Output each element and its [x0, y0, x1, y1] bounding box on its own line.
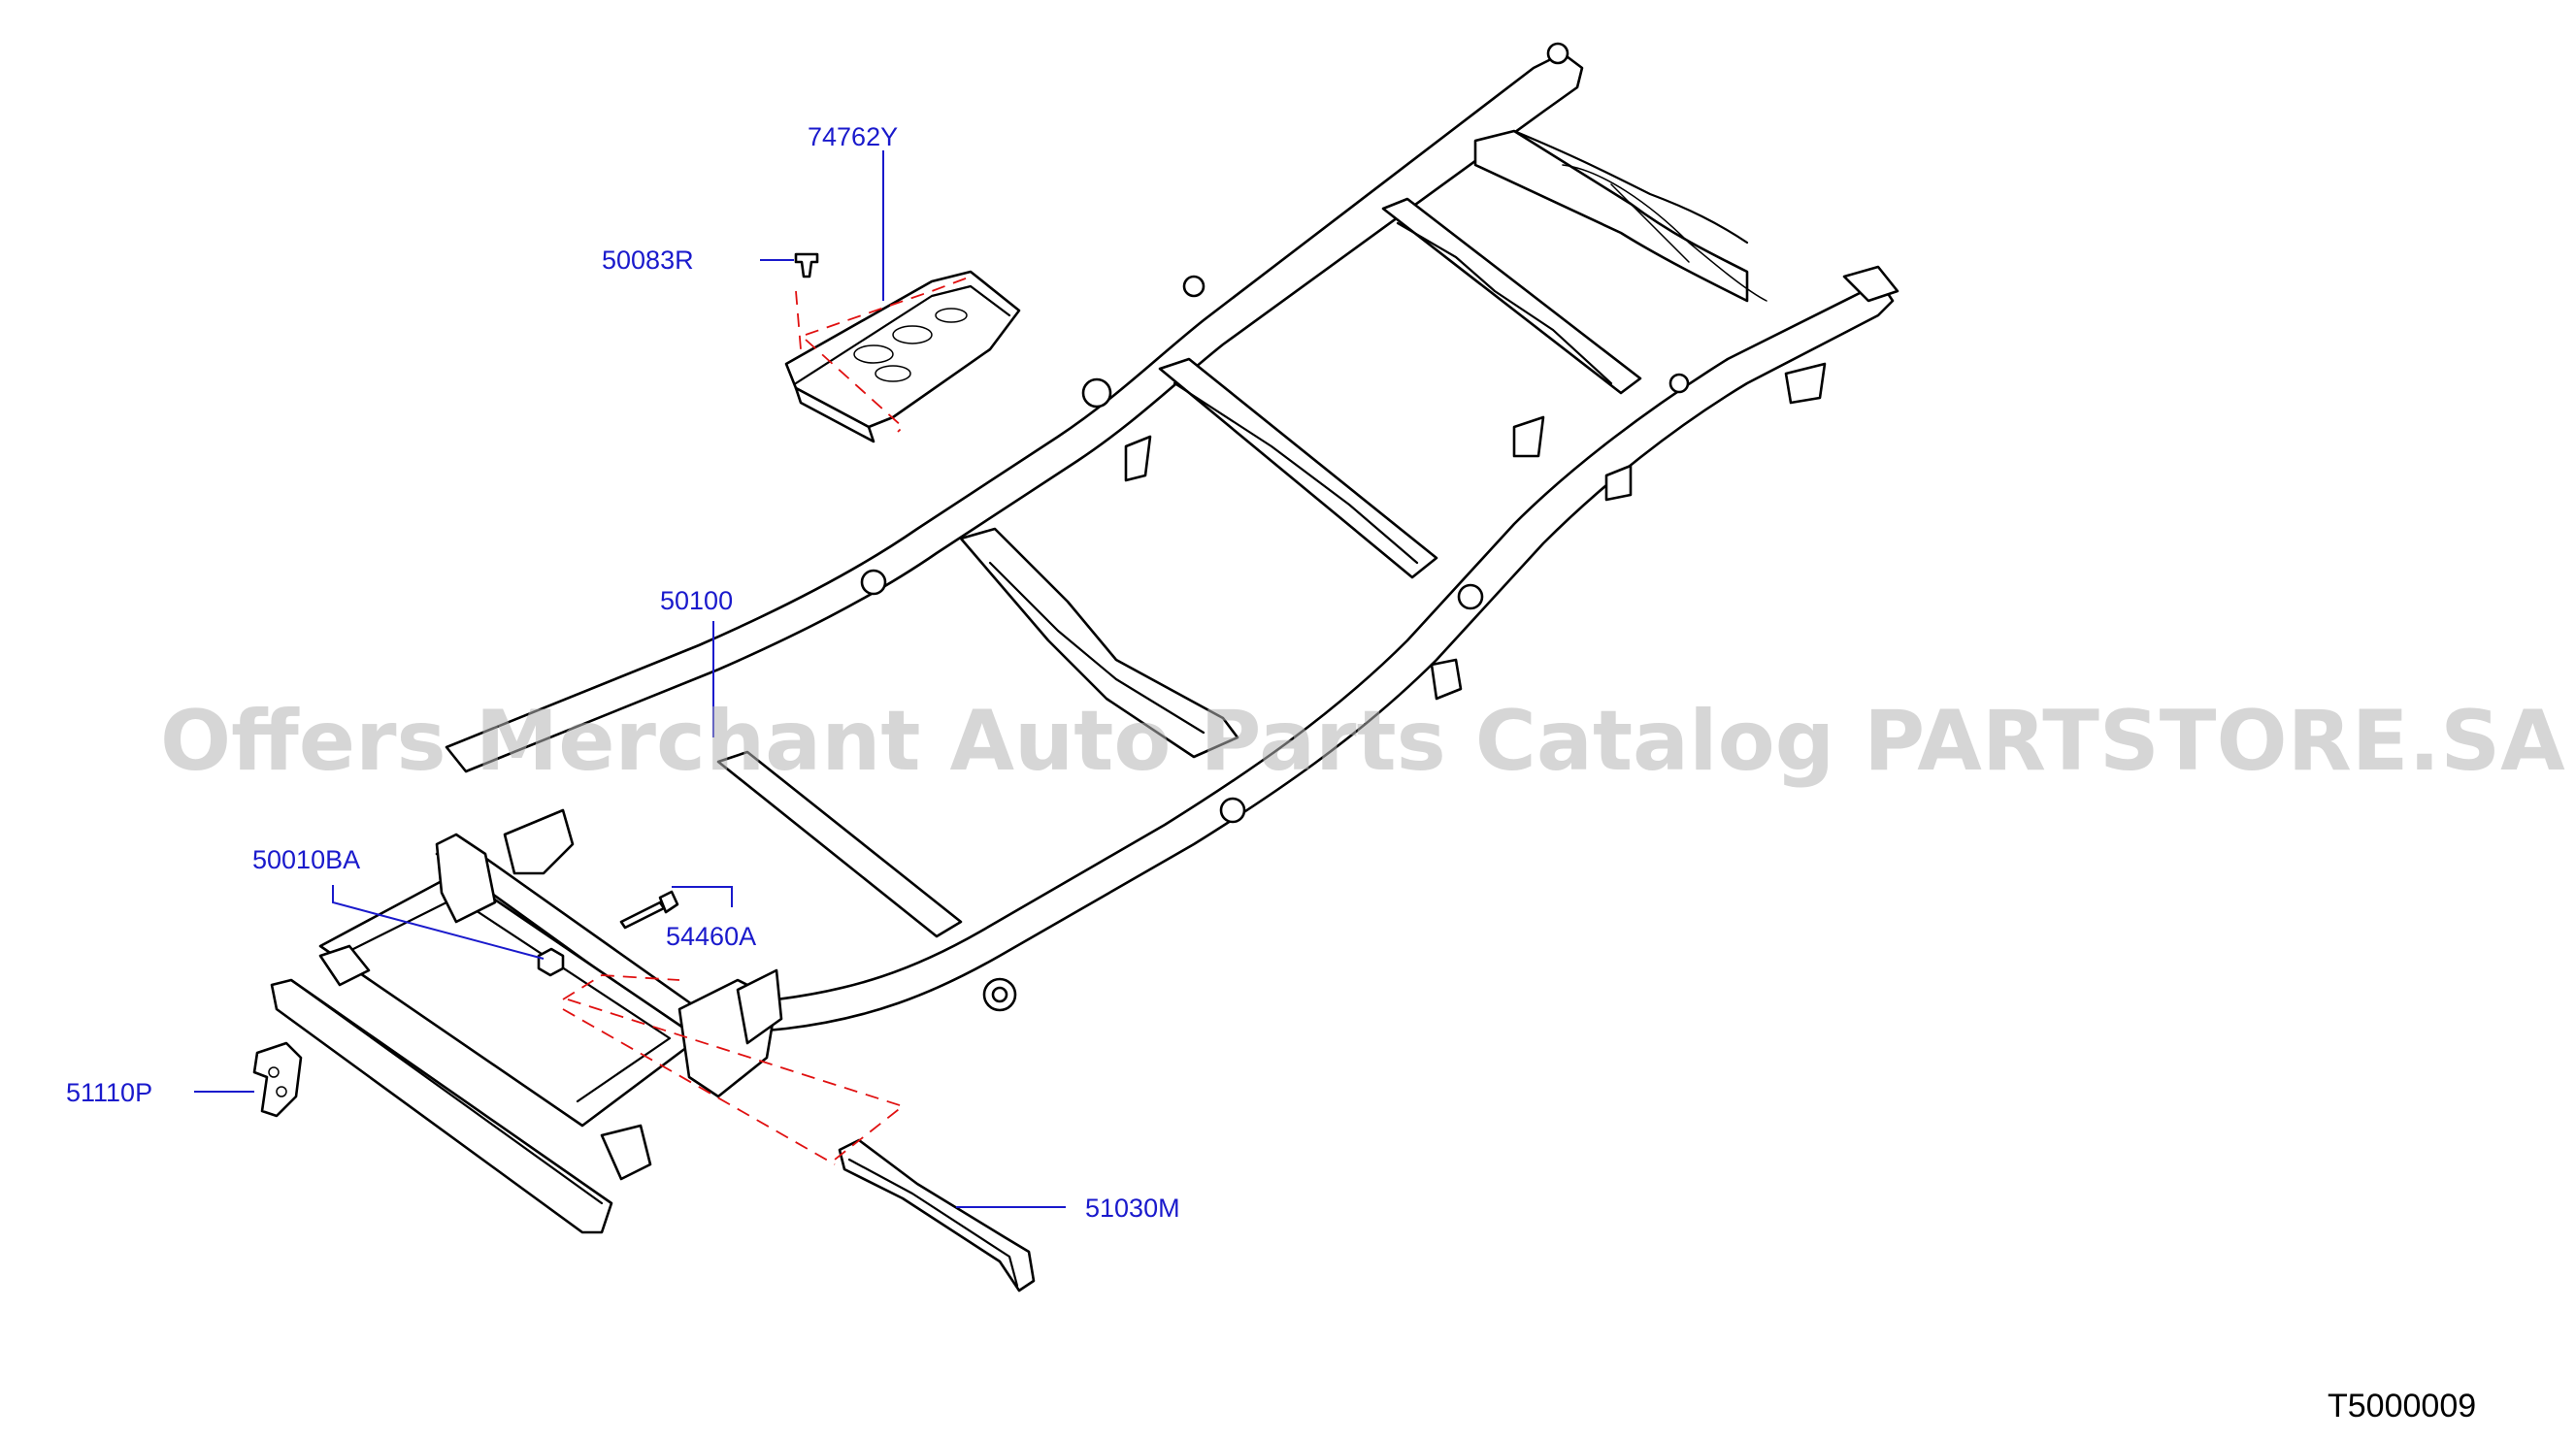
assembly-guides — [562, 276, 972, 1165]
part-label-51030M[interactable]: 51030M — [1085, 1194, 1180, 1223]
front-left-mount — [435, 833, 497, 924]
part-label-50100[interactable]: 50100 — [660, 586, 733, 615]
nut-50010BA-drawing — [537, 947, 565, 977]
bracket-51030M-drawing — [838, 1138, 1036, 1293]
chassis-frame-drawing — [270, 42, 1899, 1234]
leader-lines — [194, 150, 1066, 1208]
part-label-50083R[interactable]: 50083R — [602, 245, 694, 275]
skid-plate-drawing — [784, 252, 1021, 443]
bolt-54460A-drawing — [619, 890, 679, 930]
part-labels: 74762Y 50083R 50100 50010BA 54460A 51110… — [66, 122, 1180, 1223]
diagram-id: T5000009 — [2328, 1388, 2476, 1424]
cross-member-3 — [1158, 357, 1438, 579]
cross-member-2 — [1381, 197, 1642, 395]
part-label-51110P[interactable]: 51110P — [66, 1078, 152, 1107]
part-label-74762Y[interactable]: 74762Y — [808, 122, 898, 151]
cross-member-5 — [716, 750, 963, 938]
cross-member-4 — [959, 527, 1239, 759]
right-side-rail — [721, 284, 1895, 1035]
bracket-51110P-drawing — [252, 1041, 303, 1118]
left-side-rail — [445, 51, 1584, 773]
rear-cross-member — [1473, 129, 1749, 303]
part-label-50010BA[interactable]: 50010BA — [252, 845, 360, 874]
watermark-text: Offers Merchant Auto Parts Catalog PARTS… — [160, 693, 2565, 790]
clip-50083R-drawing — [794, 252, 819, 278]
part-label-54460A[interactable]: 54460A — [666, 922, 756, 951]
